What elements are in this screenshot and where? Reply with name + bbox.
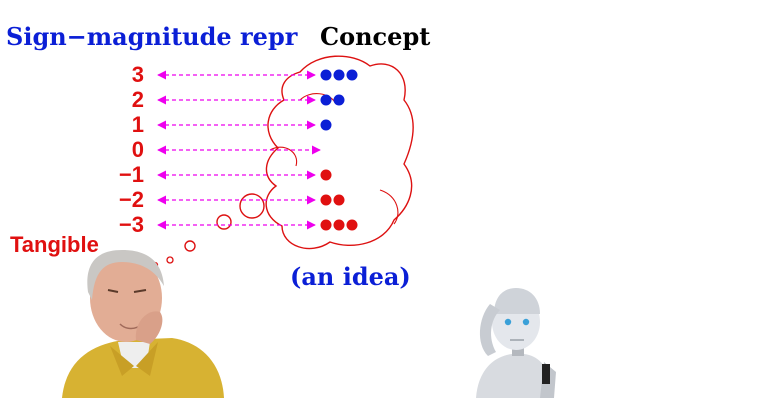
thinking-man-illustration <box>62 250 224 398</box>
thought-bubble <box>166 256 174 264</box>
number-label: 0 <box>131 137 144 162</box>
blue-dot <box>320 69 332 81</box>
red-dot <box>333 194 345 206</box>
idea-label: (an idea) <box>290 262 411 291</box>
diagram-title-left: Sign−magnitude repr <box>6 22 298 51</box>
red-dot <box>346 219 358 231</box>
blue-dot <box>333 94 345 106</box>
concept-cloud-outline <box>265 55 414 250</box>
blue-dot <box>320 94 332 106</box>
diagram-title-right: Concept <box>320 22 431 51</box>
red-dot <box>333 219 345 231</box>
red-dot <box>320 194 332 206</box>
red-dot <box>320 169 332 181</box>
number-label: −3 <box>118 212 144 237</box>
thought-bubble <box>184 240 196 252</box>
number-label: 3 <box>131 62 144 87</box>
red-dot <box>320 219 332 231</box>
number-label: −1 <box>118 162 144 187</box>
blue-dot <box>346 69 358 81</box>
blue-dot <box>320 119 332 131</box>
cloud-inner-curl <box>379 189 399 225</box>
thought-bubble <box>239 193 265 219</box>
number-label: −2 <box>118 187 144 212</box>
thought-bubble <box>216 214 232 230</box>
number-label: 2 <box>131 87 144 112</box>
blue-dot <box>333 69 345 81</box>
tangible-label: Tangible <box>10 232 99 257</box>
number-label: 1 <box>131 112 144 137</box>
robot-illustration <box>476 288 556 398</box>
